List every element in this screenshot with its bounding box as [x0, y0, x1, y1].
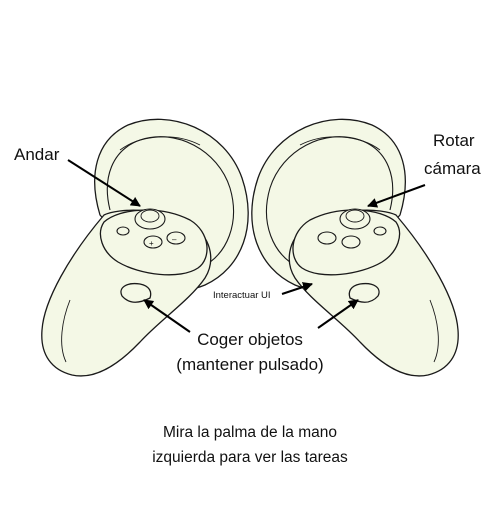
label-walk: Andar: [14, 145, 60, 164]
left-button-x: [143, 235, 163, 249]
label-grab-line2: (mantener pulsado): [176, 355, 323, 374]
left-trigger: [120, 282, 152, 303]
right-thumbstick: [339, 208, 371, 230]
left-ring-inner: [106, 136, 234, 269]
caption-line2: izquierda para ver las tareas: [152, 449, 348, 466]
right-controller: [251, 118, 459, 377]
label-grab-line1: Coger objetos: [197, 330, 303, 349]
arrow-rotate: [367, 184, 426, 208]
svg-text:–: –: [172, 235, 177, 244]
left-controller: + –: [41, 118, 249, 377]
right-ring-inner: [266, 136, 394, 269]
svg-text:+: +: [149, 239, 154, 248]
right-trigger: [348, 282, 380, 303]
arrow-interact-ui: [281, 282, 313, 295]
right-button-b: [317, 231, 337, 245]
arrow-grab-right: [317, 299, 359, 329]
arrow-walk: [67, 159, 141, 207]
right-menu-button: [373, 226, 387, 236]
caption-line1: Mira la palma de la mano: [163, 424, 337, 441]
arrow-grab-left: [143, 299, 191, 333]
right-button-a: [341, 235, 361, 249]
label-rotate-line1: Rotar: [433, 131, 475, 150]
left-button-y: [166, 231, 186, 245]
left-thumbstick: [134, 208, 166, 230]
label-interact-ui: Interactuar UI: [213, 290, 271, 301]
left-menu-button: [116, 226, 130, 236]
label-rotate-line2: cámara: [424, 159, 481, 178]
